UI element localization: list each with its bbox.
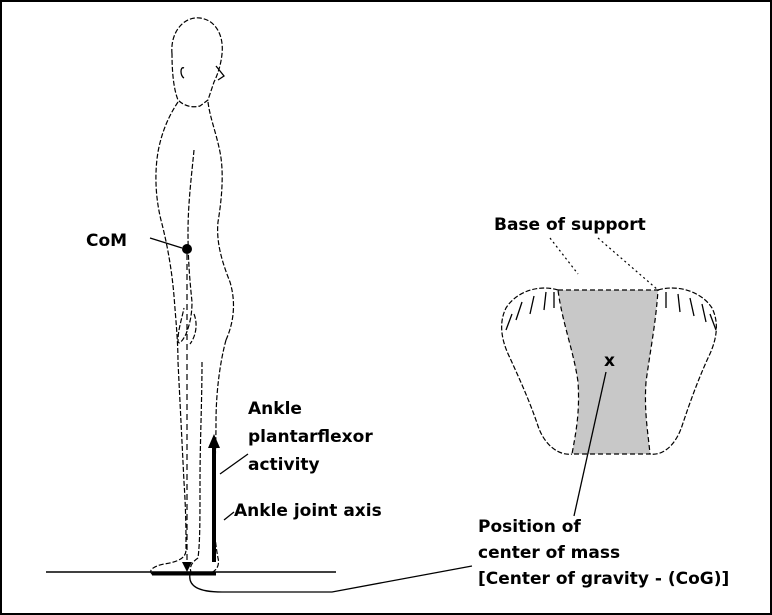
footprints: x [502,288,717,454]
standing-figure [151,18,234,574]
position-label-line1: Position of [478,517,581,537]
ankle-joint-axis-label: Ankle joint axis [234,501,382,521]
com-marker [182,244,192,254]
base-of-support-label: Base of support [494,215,646,235]
ankle-plantarflexor-label-line1: Ankle [248,399,302,419]
com-label: CoM [86,231,127,251]
ankle-plantarflexor-label-line2: plantarflexor [248,427,373,447]
base-of-support-area [558,290,658,454]
position-label-line3: [Center of gravity - (CoG)] [478,569,729,589]
ankle-plantarflexor-label-line3: activity [248,455,320,475]
cog-marker: x [604,351,615,371]
position-label-line2: center of mass [478,543,620,563]
